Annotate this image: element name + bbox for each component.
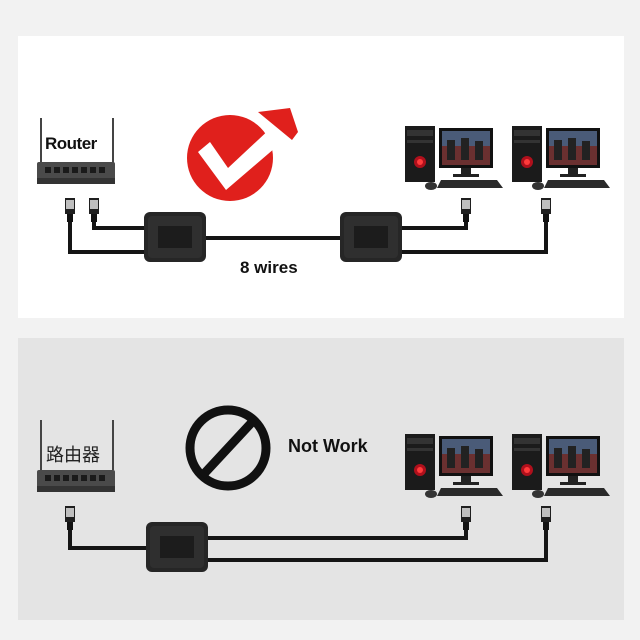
- cables-bottom: [68, 526, 548, 562]
- router-label-chinese: 路由器: [46, 445, 100, 466]
- router-device-bottom: [37, 420, 115, 492]
- computer-1-bottom: [405, 434, 503, 498]
- not-work-label: Not Work: [288, 436, 368, 456]
- computer-2-bottom: [512, 434, 610, 498]
- checkmark-icon: [187, 108, 298, 201]
- wires-label: 8 wires: [240, 258, 298, 277]
- router-device-top: [37, 118, 115, 184]
- computer-1-top: [405, 126, 503, 190]
- router-label: Router: [45, 134, 97, 153]
- splitter-bottom: [146, 522, 208, 572]
- cables-top: [68, 218, 548, 254]
- rj45-plugs-top: [65, 198, 551, 222]
- prohibited-icon: [185, 405, 271, 491]
- splitter-right-top: [340, 212, 402, 262]
- computer-2-top: [512, 126, 610, 190]
- rj45-plugs-bottom: [65, 506, 551, 530]
- splitter-left-top: [144, 212, 206, 262]
